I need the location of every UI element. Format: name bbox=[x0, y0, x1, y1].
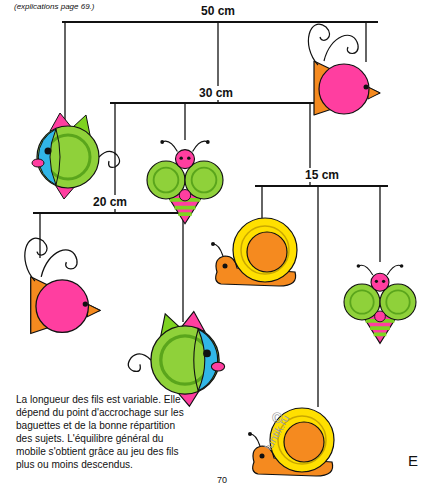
dimension-label: 20 cm bbox=[90, 195, 130, 209]
dimension-label: 15 cm bbox=[302, 168, 342, 182]
fish-figure bbox=[128, 312, 224, 407]
dimension-label: 50 cm bbox=[198, 4, 238, 18]
note-text: La longueur des fils est variable. Elle … bbox=[16, 394, 194, 472]
fish-figure bbox=[32, 113, 120, 199]
dimension-label: 30 cm bbox=[196, 86, 236, 100]
corner-letter: E bbox=[408, 452, 418, 469]
page-number: 70 bbox=[217, 475, 227, 485]
snail-figure bbox=[248, 408, 334, 476]
snail-figure bbox=[211, 218, 297, 286]
bars-and-threads bbox=[33, 22, 388, 407]
bee-figure bbox=[147, 140, 223, 224]
bird-figure bbox=[25, 238, 100, 333]
page-reference: (explications page 69.) bbox=[14, 2, 95, 11]
bee-figure bbox=[344, 264, 416, 343]
bird-figure bbox=[308, 24, 380, 115]
